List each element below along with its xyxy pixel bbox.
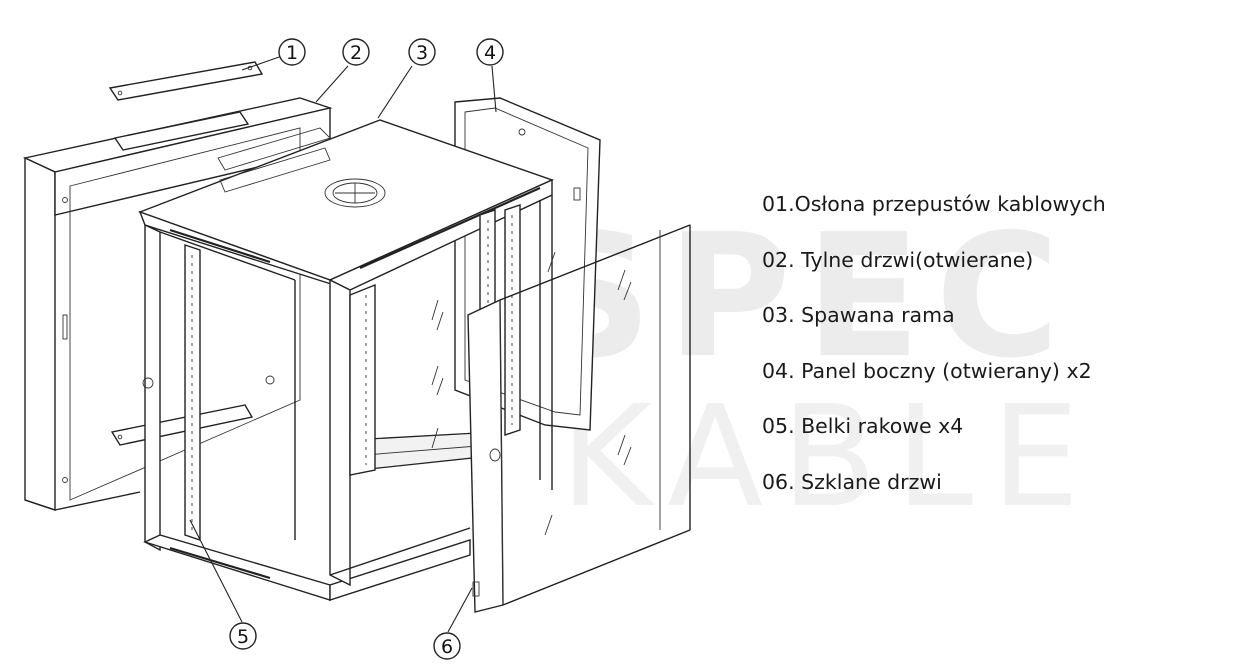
legend-item-5: 05. Belki rakowe x4 xyxy=(762,414,964,438)
leader-lines xyxy=(189,55,497,633)
legend-item-6: 06. Szklane drzwi xyxy=(762,469,942,494)
legend-item-3: 03. Spawana rama xyxy=(762,303,955,327)
callout-2: 2 xyxy=(342,38,370,66)
legend-item-4: 04. Panel boczny (otwierany) x2 xyxy=(762,358,1092,383)
callout-3-label: 3 xyxy=(416,42,428,64)
callout-1: 1 xyxy=(278,38,306,66)
callout-2-label: 2 xyxy=(350,42,362,64)
glass-front-door xyxy=(431,224,691,613)
callout-6: 6 xyxy=(433,632,461,660)
legend-item-1: 01.Osłona przepustów kablowych xyxy=(762,192,1106,216)
callout-1-label: 1 xyxy=(286,42,298,64)
parts-legend: 01.Osłona przepustów kablowych 02. Tylne… xyxy=(762,188,1212,521)
callout-3: 3 xyxy=(408,38,436,66)
callout-5-label: 5 xyxy=(237,626,249,648)
legend-item-2: 02. Tylne drzwi(otwierane) xyxy=(762,247,1034,272)
callout-4-label: 4 xyxy=(484,42,496,64)
exploded-cabinet-drawing: 1 2 3 4 5 6 xyxy=(22,38,691,660)
callout-5: 5 xyxy=(229,622,257,650)
callout-6-label: 6 xyxy=(441,636,453,658)
callout-4: 4 xyxy=(476,38,504,66)
welded-frame xyxy=(137,119,554,601)
